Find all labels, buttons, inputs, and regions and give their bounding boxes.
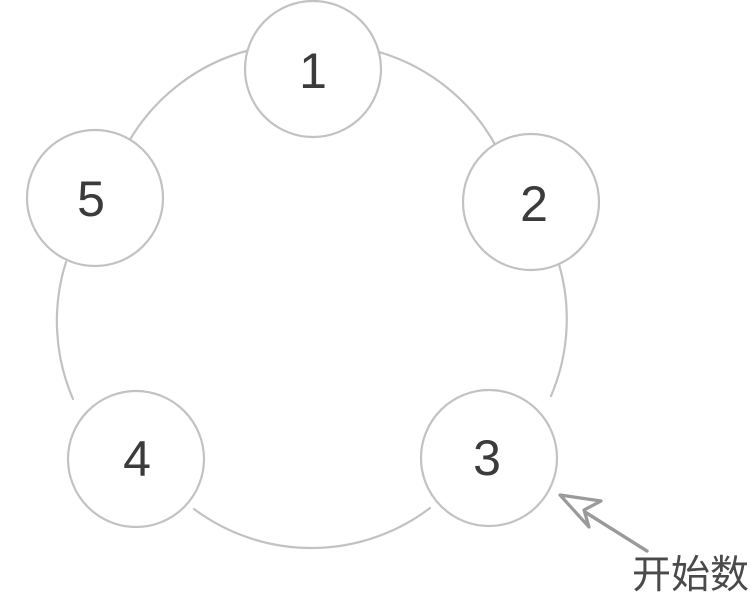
ring-connector-arcs bbox=[55, 48, 568, 550]
node-circle-2[interactable] bbox=[461, 132, 601, 272]
node-circle-1[interactable] bbox=[243, 0, 383, 139]
node-label-3: 3 bbox=[473, 430, 501, 486]
ring-nodes bbox=[25, 0, 601, 529]
node-label-2: 2 bbox=[520, 176, 548, 232]
connector-3-to-4 bbox=[192, 506, 432, 550]
connector-4-to-5 bbox=[55, 260, 75, 401]
annotation-text: 开始数 bbox=[632, 553, 750, 598]
node-circle-4[interactable] bbox=[66, 389, 206, 529]
annotation-arrow-shaft bbox=[583, 510, 649, 553]
annotation-arrow-head bbox=[558, 493, 603, 529]
connector-2-to-3 bbox=[549, 259, 568, 398]
node-label-1: 1 bbox=[299, 43, 327, 99]
node-circle-5[interactable] bbox=[25, 128, 165, 268]
node-circle-3[interactable] bbox=[419, 388, 559, 528]
node-label-5: 5 bbox=[77, 171, 105, 227]
connector-1-to-2 bbox=[377, 50, 499, 150]
annotation-arrow bbox=[558, 493, 649, 553]
connector-5-to-1 bbox=[126, 48, 252, 145]
node-label-4: 4 bbox=[123, 431, 151, 487]
